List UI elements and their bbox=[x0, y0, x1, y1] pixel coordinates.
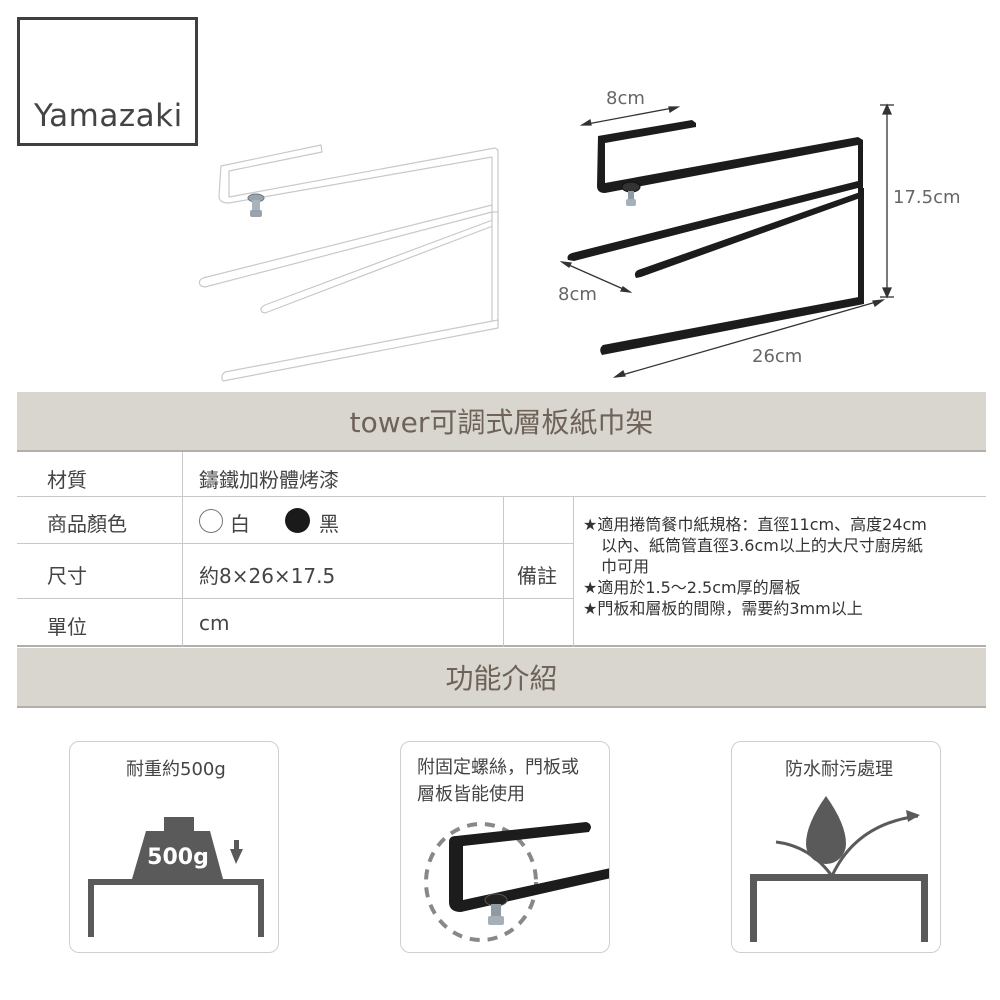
dimension-top-depth: 8cm bbox=[606, 88, 645, 109]
black-rack-image bbox=[559, 103, 894, 378]
note-item: ★適用捲筒餐巾紙規格：直徑11cm、高度24cm bbox=[583, 515, 927, 534]
weight-label: 500g bbox=[147, 845, 209, 870]
note-item: 以內、紙筒管直徑3.6cm以上的大尺寸廚房紙 bbox=[601, 536, 923, 555]
spec-label-unit: 單位 bbox=[47, 615, 87, 639]
notes-list: ★適用捲筒餐巾紙規格：直徑11cm、高度24cm 以內、紙筒管直徑3.6cm以上… bbox=[583, 514, 983, 619]
note-item: 巾可用 bbox=[601, 557, 650, 576]
divider bbox=[503, 497, 504, 647]
features-header-band: 功能介紹 bbox=[17, 648, 986, 708]
brand-logo-text: Yamazaki bbox=[34, 98, 183, 134]
spec-label-material: 材質 bbox=[47, 468, 87, 492]
note-item: ★適用於1.5〜2.5cm厚的層板 bbox=[583, 578, 801, 597]
spec-header-band: tower可調式層板紙巾架 bbox=[17, 392, 986, 452]
product-title: tower可調式層板紙巾架 bbox=[349, 406, 654, 439]
features-title: 功能介紹 bbox=[445, 662, 558, 695]
divider bbox=[182, 452, 183, 647]
spec-value-size: 約8×26×17.5 bbox=[199, 564, 336, 588]
table-row: 單位 cm bbox=[17, 599, 986, 647]
feature-title-line1: 附固定螺絲，門板或 bbox=[417, 757, 579, 778]
spec-label-size: 尺寸 bbox=[47, 564, 87, 588]
brand-logo: Yamazaki bbox=[17, 17, 198, 146]
table-row: 尺寸 約8×26×17.5 備註 bbox=[17, 544, 986, 599]
spec-label-color: 商品顏色 bbox=[47, 512, 127, 536]
feature-title-line2: 層板皆能使用 bbox=[417, 784, 525, 805]
table-row: 材質 鑄鐵加粉體烤漆 bbox=[17, 452, 986, 497]
feature-title: 防水耐污處理 bbox=[785, 759, 893, 780]
dimension-width: 26cm bbox=[752, 346, 803, 367]
feature-card-screw: 附固定螺絲，門板或 層板皆能使用 bbox=[400, 741, 610, 953]
table-row: 商品顏色 白 黑 bbox=[17, 497, 986, 544]
color-name-black: 黑 bbox=[319, 512, 339, 536]
feature-card-weight: 耐重約500g 500g bbox=[69, 741, 279, 953]
weight-on-shelf-icon: 500g bbox=[88, 817, 264, 937]
dimension-height: 17.5cm bbox=[893, 187, 961, 208]
color-name-white: 白 bbox=[230, 512, 250, 536]
feature-title: 耐重約500g bbox=[126, 759, 226, 780]
feature-card-waterproof: 防水耐污處理 bbox=[731, 741, 941, 953]
white-rack-image bbox=[198, 144, 499, 382]
color-swatch-black bbox=[285, 508, 310, 533]
dimension-bottom-depth: 8cm bbox=[558, 284, 597, 305]
fixing-screw-icon bbox=[424, 822, 609, 942]
water-repellent-icon bbox=[750, 796, 928, 942]
divider bbox=[573, 497, 574, 647]
note-item: ★門板和層板的間隙，需要約3mm以上 bbox=[583, 599, 863, 618]
spec-value-unit: cm bbox=[199, 611, 230, 635]
notes-cell-bg bbox=[574, 498, 986, 645]
spec-table: 材質 鑄鐵加粉體烤漆 商品顏色 白 黑 尺寸 約8×26×17.5 備註 單位 … bbox=[17, 452, 986, 647]
notes-label: 備註 bbox=[517, 564, 557, 588]
color-swatch-white bbox=[199, 509, 223, 533]
spec-value-material: 鑄鐵加粉體烤漆 bbox=[199, 468, 339, 492]
